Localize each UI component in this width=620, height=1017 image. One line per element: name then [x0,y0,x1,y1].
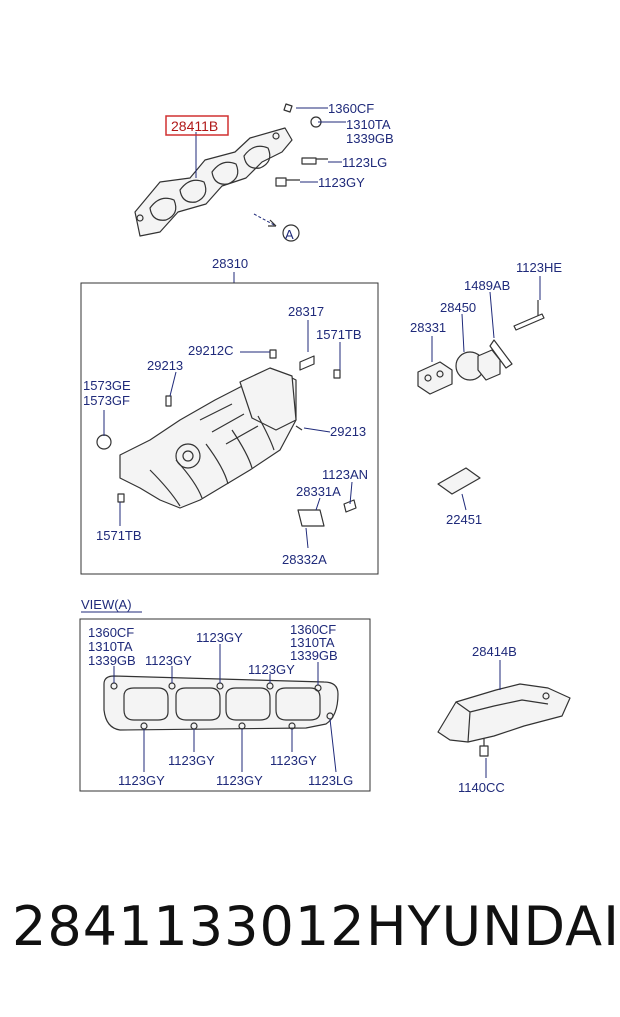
label-1123GY-top[interactable]: 1123GY [318,175,365,190]
view-label-1123GY-a[interactable]: 1123GY [145,653,192,668]
brand-name: HYUNDAI [366,895,620,958]
label-1140CC[interactable]: 1140CC [458,780,505,795]
view-label-1360CF-left[interactable]: 1360CF [88,625,134,640]
label-1573GF[interactable]: 1573GF [83,393,130,408]
label-1123AN[interactable]: 1123AN [322,467,368,482]
label-1573GE[interactable]: 1573GE [83,378,131,393]
label-1489AB[interactable]: 1489AB [464,278,510,293]
label-1123LG-top[interactable]: 1123LG [342,155,387,170]
view-label-1123GY-f[interactable]: 1123GY [118,773,165,788]
label-28411B[interactable]: 28411B [171,118,218,134]
view-label-1123LG[interactable]: 1123LG [308,773,353,788]
view-a-gasket-drawing [103,675,339,731]
view-label: VIEW(A) [81,597,132,612]
view-label-1310TA-left[interactable]: 1310TA [88,639,133,654]
view-label-1123GY-c[interactable]: 1123GY [248,662,295,677]
view-label-1310TA-right[interactable]: 1310TA [290,635,335,650]
view-label-1123GY-e[interactable]: 1123GY [270,753,317,768]
part-number: 2841133012 [12,895,366,958]
label-1571TB-top[interactable]: 1571TB [316,327,362,342]
label-28332A[interactable]: 28332A [282,552,327,567]
view-a-box [79,618,371,792]
view-label-1123GY-b[interactable]: 1123GY [196,630,243,645]
label-28331[interactable]: 28331 [410,320,446,335]
view-label-1123GY-g[interactable]: 1123GY [216,773,263,788]
callout-a: A [285,227,294,242]
intake-manifold-drawing [96,349,357,527]
label-28450[interactable]: 28450 [440,300,476,315]
label-29213-right[interactable]: 29213 [330,424,366,439]
exhaust-gasket-drawing [134,127,293,237]
label-1571TB-bottom[interactable]: 1571TB [96,528,142,543]
view-label-1360CF-right[interactable]: 1360CF [290,622,336,637]
label-1310TA-top[interactable]: 1310TA [346,117,391,132]
valve-assembly-drawing [417,300,545,395]
gasket-22451-drawing [437,467,481,495]
label-1339GB-top[interactable]: 1339GB [346,131,394,146]
label-28317[interactable]: 28317 [288,304,324,319]
view-label-1339GB-right[interactable]: 1339GB [290,648,338,663]
manifold-box [80,282,379,575]
label-28331A[interactable]: 28331A [296,484,341,499]
label-29213-left[interactable]: 29213 [147,358,183,373]
highlight-box [165,115,229,136]
bracket-drawing [437,683,571,757]
label-1360CF-top[interactable]: 1360CF [328,101,374,116]
label-22451[interactable]: 22451 [446,512,482,527]
label-1123HE[interactable]: 1123HE [516,260,562,275]
label-29212C[interactable]: 29212C [188,343,234,358]
parts-diagram: 28411B 1360CF 1310TA 1339GB 1123LG 1123G… [79,101,571,795]
view-label-1123GY-d[interactable]: 1123GY [168,753,215,768]
label-28310[interactable]: 28310 [212,256,248,271]
label-28414B[interactable]: 28414B [472,644,517,659]
view-label-1339GB-left[interactable]: 1339GB [88,653,136,668]
footer: 2841133012 HYUNDAI [0,895,620,985]
